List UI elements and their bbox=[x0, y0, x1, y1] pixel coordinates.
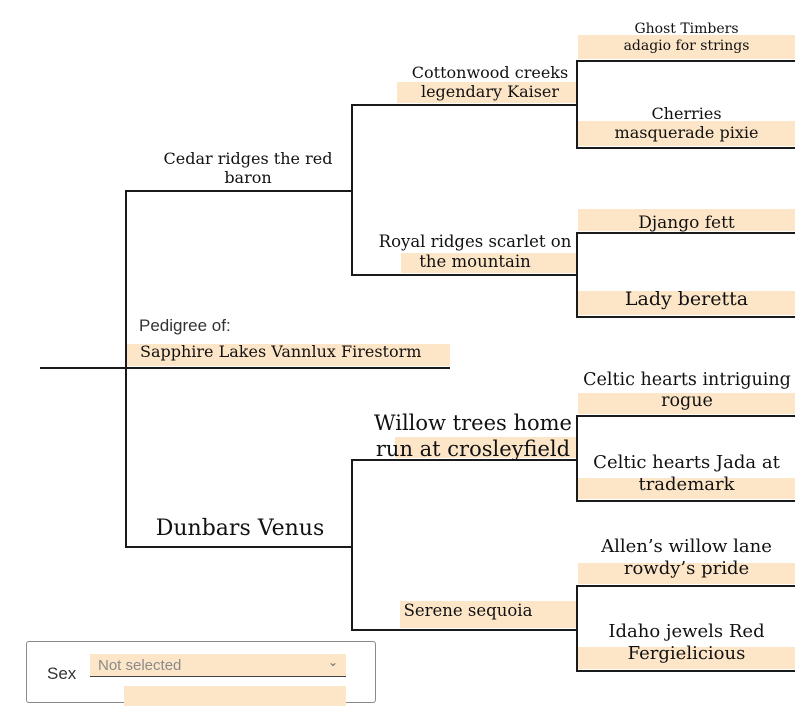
sd-dam-highlight bbox=[578, 291, 795, 315]
sire-dam-highlight bbox=[401, 253, 576, 273]
sex-select[interactable]: Not selected ⌄ bbox=[90, 654, 346, 677]
sire-dam-line1: Royal ridges scarlet on bbox=[378, 232, 572, 251]
ds-dam-highlight bbox=[578, 478, 795, 499]
sire-dam-line2: the mountain bbox=[419, 251, 531, 271]
sire-dam-name: Royal ridges scarlet on the mountain bbox=[362, 232, 588, 272]
dam-line bbox=[125, 546, 352, 548]
ds-dam-line1: Celtic hearts Jada at bbox=[593, 452, 780, 473]
gen1-vertical bbox=[125, 190, 127, 548]
dd-sire-line1: Allen’s willow lane bbox=[601, 536, 772, 557]
ds-sire-line bbox=[576, 415, 795, 417]
ss-dam-highlight bbox=[578, 121, 795, 146]
sire-sire-line1: Cottonwood creeks bbox=[411, 63, 569, 82]
ss-dam-name: Cherries masquerade pixie bbox=[578, 104, 795, 142]
dam-sire-highlight bbox=[395, 437, 576, 458]
sire-sire-highlight bbox=[397, 82, 576, 103]
sd-dam-name: Lady beretta bbox=[624, 288, 749, 310]
ss-sire-line1: Ghost Timbers bbox=[634, 21, 739, 37]
dam-vertical bbox=[351, 459, 353, 631]
dd-dam-line2: Fergielicious bbox=[627, 642, 746, 664]
sire-name: Cedar ridges the red baron bbox=[140, 149, 356, 187]
dam-dam-name: Serene sequoia bbox=[403, 601, 533, 620]
dam-sire-line1: Willow trees home bbox=[374, 411, 572, 435]
sire-sire-line2: legendary Kaiser bbox=[420, 82, 560, 102]
sire-sire-line bbox=[351, 104, 578, 106]
ss-dam-line1: Cherries bbox=[651, 104, 722, 123]
dd-dam-highlight bbox=[578, 647, 795, 669]
sd-sire-line bbox=[576, 232, 795, 234]
ds-dam-name: Celtic hearts Jada at trademark bbox=[578, 452, 795, 495]
dd-dam-line1: Idaho jewels Red bbox=[608, 621, 765, 642]
ds-sire-line1: Celtic hearts intriguing bbox=[583, 370, 791, 390]
ss-vertical bbox=[576, 60, 578, 149]
sd-sire-highlight bbox=[578, 209, 795, 231]
subject-highlight bbox=[127, 344, 450, 366]
dam-sire-line bbox=[351, 459, 578, 461]
dam-dam-line bbox=[351, 629, 578, 631]
sd-sire-name: Django fett bbox=[638, 213, 735, 233]
dam-sire-line2: run at crosleyfield bbox=[375, 436, 571, 461]
dd-sire-line bbox=[576, 585, 795, 587]
sire-sire-name: Cottonwood creeks legendary Kaiser bbox=[380, 63, 600, 101]
form-panel: Sex Not selected ⌄ bbox=[26, 641, 376, 706]
sex-label: Sex bbox=[47, 664, 77, 683]
dd-sire-highlight bbox=[578, 563, 795, 584]
dd-dam-name: Idaho jewels Red Fergielicious bbox=[578, 621, 795, 664]
ss-sire-highlight bbox=[578, 35, 795, 59]
ss-sire-line bbox=[576, 60, 795, 62]
chevron-down-icon: ⌄ bbox=[327, 655, 338, 669]
dd-dam-line bbox=[576, 670, 795, 672]
ss-sire-line2: adagio for strings bbox=[623, 37, 750, 54]
sire-name-text: Cedar ridges the red baron bbox=[163, 149, 333, 188]
sd-dam-line bbox=[576, 316, 795, 318]
ss-dam-line2: masquerade pixie bbox=[614, 123, 759, 143]
ds-vertical bbox=[576, 415, 578, 502]
ds-sire-name: Celtic hearts intriguing rogue bbox=[574, 370, 795, 412]
dd-sire-name: Allen’s willow lane rowdy’s pride bbox=[578, 536, 795, 579]
sire-vertical bbox=[351, 104, 353, 276]
ds-sire-highlight bbox=[578, 393, 795, 414]
dam-dam-highlight bbox=[400, 601, 576, 628]
next-field[interactable] bbox=[124, 686, 346, 706]
dam-name: Dunbars Venus bbox=[155, 516, 325, 541]
ds-dam-line bbox=[576, 500, 795, 502]
pedigree-label: Pedigree of: bbox=[139, 316, 231, 335]
dd-vertical bbox=[576, 585, 578, 672]
subject-line bbox=[40, 367, 450, 369]
dd-sire-line2: rowdy’s pride bbox=[623, 557, 750, 579]
ds-sire-line2: rogue bbox=[661, 391, 713, 411]
sire-dam-line bbox=[351, 274, 578, 276]
ss-sire-name: Ghost Timbers adagio for strings bbox=[578, 21, 795, 55]
sd-vertical bbox=[576, 232, 578, 318]
dam-sire-name: Willow trees home run at crosleyfield bbox=[360, 411, 586, 462]
ss-dam-line bbox=[576, 147, 795, 149]
ds-dam-line2: trademark bbox=[638, 473, 735, 495]
sire-line bbox=[125, 190, 352, 192]
sex-select-value: Not selected bbox=[98, 657, 182, 674]
subject-name: Sapphire Lakes Vannlux Firestorm bbox=[140, 342, 422, 361]
